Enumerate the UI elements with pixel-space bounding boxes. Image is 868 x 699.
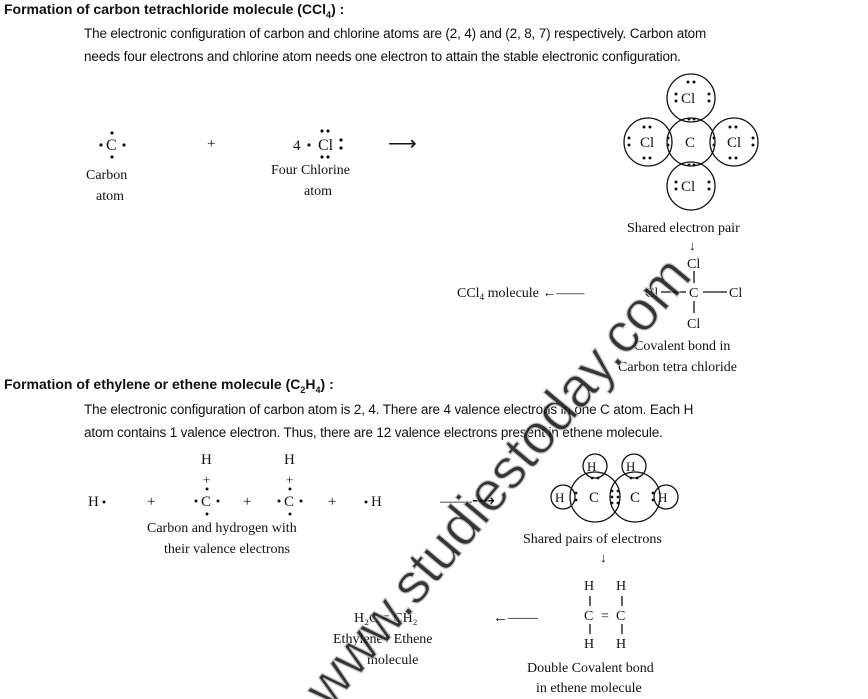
- cl-ring-top: [666, 73, 716, 123]
- plus-bond-2: +: [286, 472, 293, 487]
- covalent-bond-label: Covalent bond in: [634, 339, 730, 354]
- double-bond-label: Double Covalent bond: [527, 661, 654, 676]
- hydrogen-left: H: [88, 494, 99, 510]
- ring-cl-right: Cl: [727, 135, 741, 151]
- reactants-label: Carbon and hydrogen with: [147, 521, 297, 536]
- ethene-name-label: Ethylene / Ethene: [333, 632, 433, 647]
- c-ring-center: [666, 117, 716, 167]
- carbon-1-dots: [194, 487, 220, 516]
- carbon-symbol: C: [106, 137, 117, 154]
- plus-3: +: [328, 494, 336, 510]
- c-ring-left: [569, 471, 621, 523]
- struct-c-2: C: [616, 609, 625, 624]
- carbon-label: Carbon: [86, 168, 127, 183]
- double-bond-label-2: in ethene molecule: [536, 681, 642, 696]
- struct-c: C: [689, 286, 698, 301]
- struct-h-3: H: [584, 637, 594, 652]
- ring-cl-top: Cl: [681, 91, 695, 107]
- struct-cl-right: Cl: [729, 286, 742, 301]
- ccl4-molecule-label: CCl4 molecule ←——: [457, 286, 585, 302]
- section2-paragraph: The electronic configuration of carbon a…: [84, 402, 694, 440]
- plus-bond-1: +: [203, 472, 210, 487]
- ethene-formula: H₂C = CH₂: [354, 611, 418, 626]
- chlorine-valence-dots: [307, 129, 343, 159]
- c-ring-right: [609, 471, 661, 523]
- h-ring-top-right: [621, 453, 647, 479]
- hydrogen-right: H: [371, 494, 382, 510]
- struct-h-4: H: [616, 637, 626, 652]
- chlorine-label-2: atom: [304, 184, 332, 199]
- covalent-bond-label-2: Carbon tetra chloride: [618, 360, 737, 375]
- struct-cl-top: Cl: [687, 257, 700, 272]
- ring-electron-dots: [627, 80, 755, 191]
- h-ring-top-left: [582, 453, 608, 479]
- hydrogen-left-dot: [102, 500, 106, 504]
- cl-ring-bottom: [666, 161, 716, 211]
- plus-sign: +: [207, 136, 215, 152]
- reaction-arrow-2: ——⟶: [439, 493, 495, 510]
- watermark: www.studiestoday.com: [290, 244, 702, 699]
- struct-c-1: C: [584, 609, 593, 624]
- struct-h-2: H: [616, 579, 626, 594]
- ring-h-top-left: H: [587, 459, 596, 474]
- ring-h-left: H: [555, 490, 564, 505]
- struct-double-bond: =: [601, 609, 609, 624]
- struct-cl-left: Cl: [645, 286, 658, 301]
- cl-ring-right: [709, 117, 759, 167]
- ring-h-top-right: H: [626, 459, 635, 474]
- down-arrow: ↓: [689, 238, 696, 253]
- down-arrow-2: ↓: [600, 550, 607, 565]
- section1-paragraph: The electronic configuration of carbon a…: [84, 26, 707, 64]
- left-arrow: ←——: [493, 610, 539, 626]
- h-ring-right: [653, 484, 679, 510]
- ring-c: C: [685, 135, 695, 151]
- hydrogen-top-1: H: [201, 452, 212, 468]
- plus-1: +: [147, 494, 155, 510]
- section2-heading: Formation of ethylene or ethene molecule…: [4, 376, 334, 395]
- plus-2: +: [243, 494, 251, 510]
- carbon-valence-dots: [99, 131, 126, 159]
- h-ring-left: [550, 484, 576, 510]
- ethene-name-label-2: molecule: [367, 653, 418, 668]
- chlorine-label: Four Chlorine: [271, 163, 350, 178]
- carbon-2: C: [284, 494, 294, 510]
- ring-cl-bottom: Cl: [681, 179, 695, 195]
- struct-h-1: H: [584, 579, 594, 594]
- struct-cl-bottom: Cl: [687, 317, 700, 332]
- shared-pairs-label: Shared pairs of electrons: [523, 532, 662, 547]
- ring-c-left: C: [589, 490, 599, 506]
- reactants-label-2: their valence electrons: [164, 542, 290, 557]
- ethene-ring-dots: [574, 476, 655, 505]
- ring-c-right: C: [630, 490, 640, 506]
- chlorine-symbol: Cl: [318, 137, 334, 154]
- ring-h-right: H: [658, 490, 667, 505]
- reaction-arrow: ⟶: [388, 133, 417, 155]
- chlorine-coefficient: 4: [293, 138, 301, 154]
- cl-ring-left: [623, 117, 673, 167]
- shared-electron-pair-label: Shared electron pair: [627, 221, 740, 236]
- carbon-label-2: atom: [96, 189, 124, 204]
- section1-heading: Formation of carbon tetrachloride molecu…: [4, 1, 345, 20]
- hydrogen-right-dot: [364, 500, 368, 504]
- ring-cl-left: Cl: [640, 135, 654, 151]
- carbon-1: C: [201, 494, 211, 510]
- carbon-2-dots: [277, 487, 303, 516]
- hydrogen-top-2: H: [284, 452, 295, 468]
